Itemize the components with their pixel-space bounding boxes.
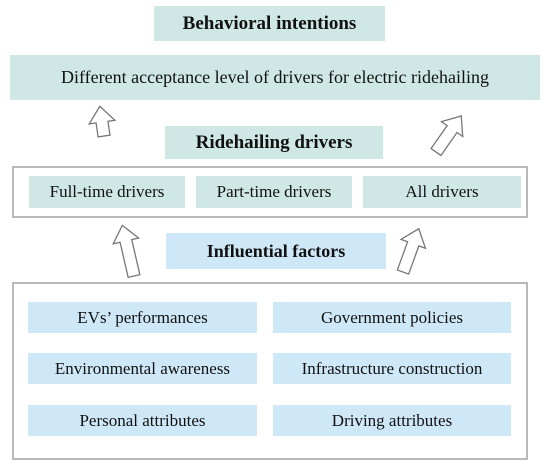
- factor-environmental-awareness: Environmental awareness: [28, 353, 257, 384]
- factor-driving-attributes: Driving attributes: [273, 405, 511, 436]
- behavioral-intentions-title: Behavioral intentions: [154, 6, 385, 41]
- ridehailing-drivers-title: Ridehailing drivers: [165, 126, 383, 159]
- driver-chip-part-time: Part-time drivers: [196, 176, 352, 208]
- arrow-up-right-lower-icon: [396, 227, 427, 275]
- drivers-frame: [12, 166, 528, 218]
- factor-personal-attributes: Personal attributes: [28, 405, 257, 436]
- driver-chip-full-time: Full-time drivers: [29, 176, 185, 208]
- acceptance-banner: Different acceptance level of drivers fo…: [10, 55, 540, 100]
- driver-chip-all: All drivers: [363, 176, 521, 208]
- factor-infrastructure-construction: Infrastructure construction: [273, 353, 511, 384]
- factors-frame: [12, 282, 528, 460]
- arrow-up-left-icon: [87, 105, 117, 138]
- arrow-up-left-lower-icon: [112, 224, 141, 279]
- arrow-up-right-icon: [430, 115, 464, 157]
- influential-factors-title: Influential factors: [166, 233, 386, 269]
- factor-government-policies: Government policies: [273, 302, 511, 333]
- factor-evs-performances: EVs’ performances: [28, 302, 257, 333]
